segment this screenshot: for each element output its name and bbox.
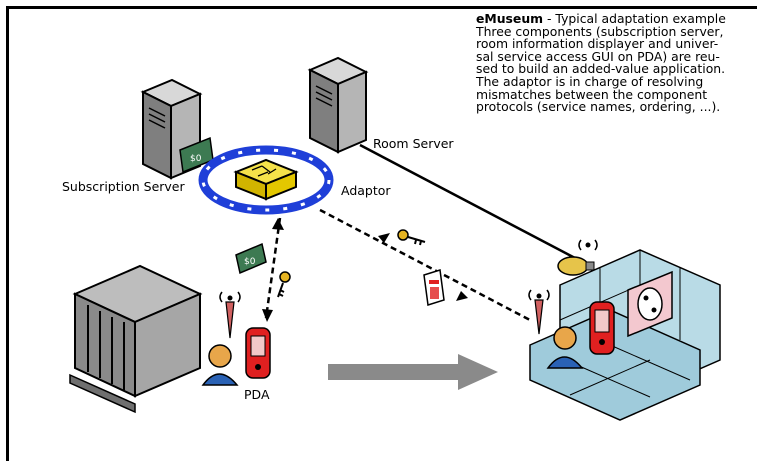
artwork-painting-icon	[627, 270, 673, 338]
money-bill-link-label: $0	[244, 257, 256, 267]
caption-line: The adaptor is in charge of resolving	[476, 73, 704, 89]
money-bill-link-icon: $0	[235, 242, 267, 275]
caption-line: mismatches between the component	[476, 86, 708, 102]
subscription-server-label: Subscription Server	[62, 179, 185, 194]
caption-line: sal service access GUI on PDA) are reu-	[476, 48, 720, 64]
arrow-to-adaptor-2	[378, 233, 390, 243]
museum-building-icon	[69, 264, 203, 414]
pda-room-icon	[589, 301, 615, 355]
arrow-to-pda	[262, 309, 273, 322]
key-icon-2	[397, 229, 426, 246]
antenna-icon	[219, 291, 241, 339]
adaptor-icon	[198, 145, 334, 215]
caption-title-suffix: - Typical adaptation example	[543, 11, 726, 26]
caption-title: eMuseum	[476, 11, 544, 26]
arrow-to-room	[456, 291, 468, 301]
key-icon	[277, 271, 291, 298]
adaptor-pda-dashed-link	[264, 217, 282, 319]
visitor-person-room-icon	[546, 326, 584, 369]
figure-frame	[6, 6, 757, 461]
adaptor-room-dashed-link	[319, 208, 531, 322]
caption-line: Three components (subscription server,	[476, 23, 724, 39]
pda-icon	[245, 327, 271, 379]
arrow-to-adaptor	[272, 218, 284, 230]
caption-line: protocols (service names, ordering, ...)…	[476, 99, 721, 115]
pda-label: PDA	[244, 387, 270, 402]
room-info-document-icon	[423, 269, 445, 306]
figure-caption: eMuseum - Typical adaptation example Thr…	[476, 11, 757, 115]
room-display-camera-icon	[557, 256, 595, 276]
caption-title-line: eMuseum - Typical adaptation example	[476, 11, 757, 26]
visitor-person-icon	[201, 344, 239, 386]
money-bill-label: $0	[190, 154, 202, 164]
room-server-icon	[307, 56, 369, 154]
adaptor-label: Adaptor	[341, 183, 391, 198]
room-server-label: Room Server	[373, 136, 454, 151]
caption-line: room information displayer and univer-	[476, 36, 719, 52]
transition-arrow	[328, 354, 498, 390]
antenna-icon-room	[528, 289, 550, 335]
room-antenna-icon	[578, 239, 598, 251]
room-server-link	[359, 143, 576, 260]
caption-line: sed to build an added-value application.	[476, 61, 726, 77]
